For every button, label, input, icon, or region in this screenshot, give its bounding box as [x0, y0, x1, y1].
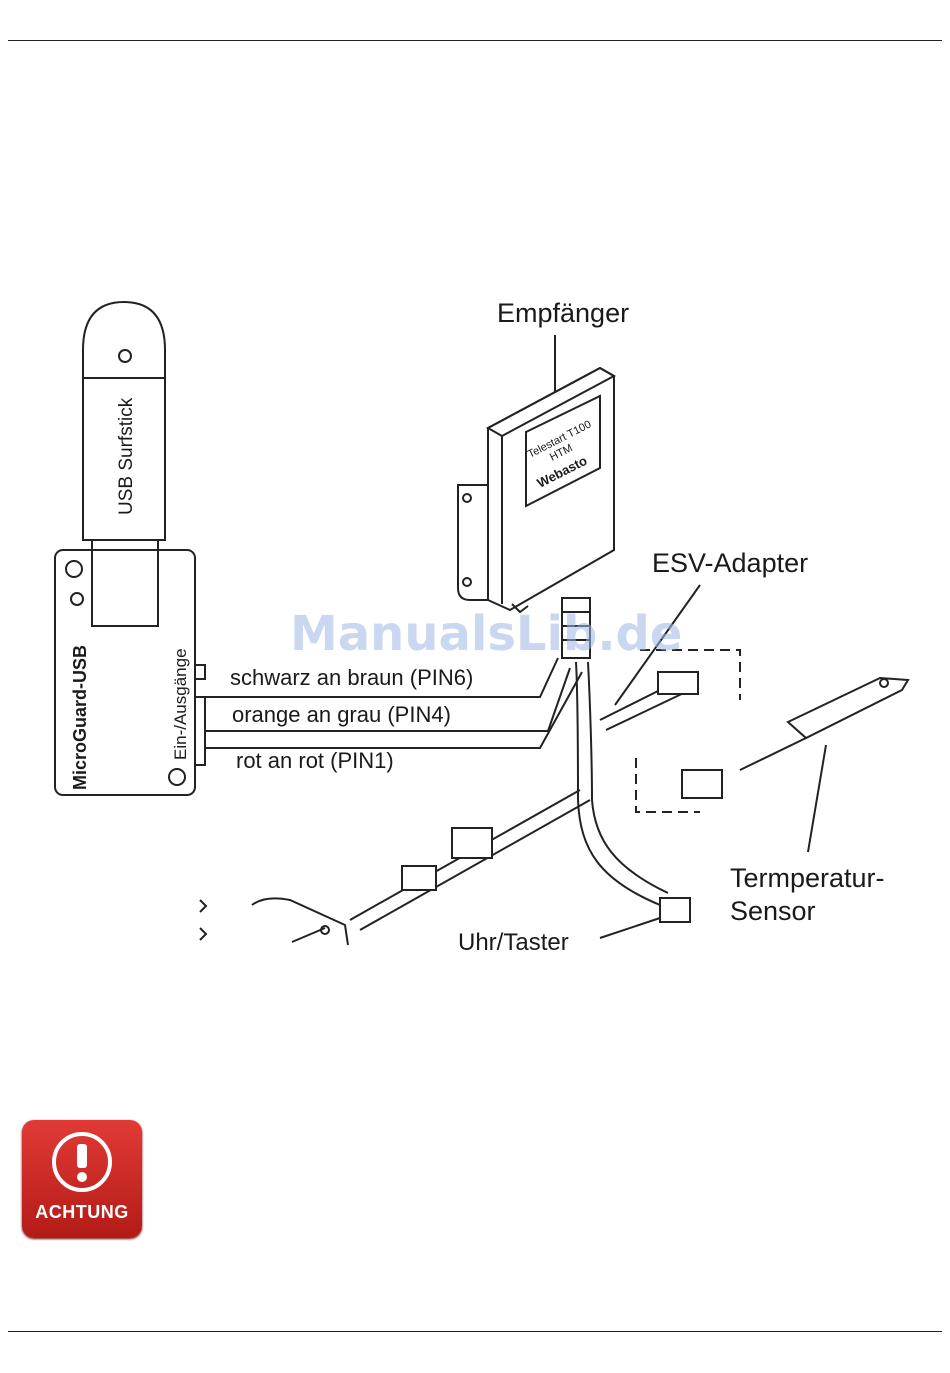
microguard-label: MicroGuard-USB	[70, 645, 90, 790]
heater-connector	[402, 866, 436, 890]
wire-label-3: rot an rot (PIN1)	[236, 748, 394, 773]
temp-sensor-label-2: Sensor	[730, 896, 816, 926]
clock-connector	[660, 898, 690, 922]
esv-connector	[658, 672, 698, 694]
io-label: Ein-/Ausgänge	[171, 648, 190, 760]
receiver-label: Empfänger	[497, 298, 629, 328]
wire-label-1: schwarz an braun (PIN6)	[230, 665, 473, 690]
usb-stick-label: USB Surfstick	[116, 397, 137, 515]
exclamation-icon	[22, 1120, 142, 1200]
achtung-label: ACHTUNG	[22, 1202, 142, 1223]
heater-fragment	[200, 898, 348, 945]
temperature-sensor	[682, 678, 908, 852]
esv-adapter-label: ESV-Adapter	[652, 548, 808, 578]
watermark: ManualsLib.de	[290, 606, 682, 662]
achtung-warning-badge: ACHTUNG	[22, 1120, 142, 1238]
harness-connector	[452, 828, 492, 858]
clock-button-label: Uhr/Taster	[458, 929, 569, 956]
wire-label-2: orange an grau (PIN4)	[232, 702, 451, 727]
clock-pointer	[600, 918, 660, 938]
receiver-box	[458, 335, 614, 612]
temp-sensor-label-1: Termperatur-	[730, 863, 885, 893]
